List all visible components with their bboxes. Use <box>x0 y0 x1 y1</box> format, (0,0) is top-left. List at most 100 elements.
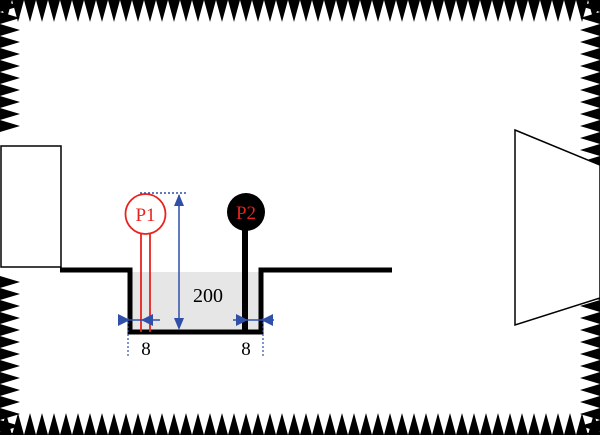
absorber-pyramid <box>192 413 204 435</box>
absorber-pyramid <box>96 413 108 435</box>
absorber-pyramid <box>384 413 396 435</box>
absorber-pyramid <box>468 413 480 435</box>
absorber-pyramid <box>580 420 600 432</box>
absorber-pyramid <box>444 413 456 435</box>
absorber-pyramid <box>580 60 600 72</box>
absorber-pyramid <box>312 413 324 435</box>
absorber-pyramid <box>396 413 408 435</box>
absorber-pyramid <box>60 413 72 435</box>
absorber-left <box>0 0 20 435</box>
absorber-pyramid <box>580 24 600 36</box>
absorber-pyramid <box>168 0 180 22</box>
absorber-pyramid <box>348 0 360 22</box>
absorber-pyramid <box>580 96 600 108</box>
absorber-pyramid <box>580 324 600 336</box>
absorber-pyramid <box>480 0 492 22</box>
absorber-pyramid <box>300 413 312 435</box>
absorber-pyramid <box>192 0 204 22</box>
arrowhead-right <box>236 314 248 326</box>
arrowhead-left <box>261 314 273 326</box>
absorber-pyramid <box>0 36 20 48</box>
absorber-pyramid <box>0 0 20 12</box>
absorber-pyramid <box>580 336 600 348</box>
absorber-pyramid <box>420 413 432 435</box>
absorber-pyramid <box>0 288 20 300</box>
absorber-pyramid <box>252 0 264 22</box>
absorber-pyramid <box>444 0 456 22</box>
absorber-pyramid <box>580 120 600 132</box>
absorber-pyramid <box>156 413 168 435</box>
absorber-pyramid <box>580 408 600 420</box>
absorber-pyramid <box>0 60 20 72</box>
absorber-pyramid <box>372 413 384 435</box>
absorber-pyramid <box>580 372 600 384</box>
absorber-top <box>0 0 600 22</box>
probe-p1-label: P1 <box>135 205 155 226</box>
absorber-pyramid <box>396 0 408 22</box>
absorber-pyramid <box>0 348 20 360</box>
probe-p2-head <box>227 193 265 231</box>
absorber-pyramid <box>180 0 192 22</box>
absorber-pyramid <box>288 413 300 435</box>
absorber-pyramid <box>492 413 504 435</box>
absorber-pyramid <box>216 0 228 22</box>
absorber-pyramid <box>580 360 600 372</box>
absorber-pyramid <box>580 384 600 396</box>
absorber-pyramid <box>492 0 504 22</box>
absorber-pyramid <box>580 144 600 156</box>
absorber-pyramid <box>288 0 300 22</box>
absorber-pyramid <box>456 413 468 435</box>
absorber-pyramid <box>564 0 576 22</box>
height-dimension: 200 <box>140 192 223 330</box>
absorber-pyramid <box>540 0 552 22</box>
absorber-pyramid <box>216 413 228 435</box>
probe-p2-label: P2 <box>236 203 256 224</box>
absorber-pyramid <box>0 372 20 384</box>
absorber-pyramid <box>276 413 288 435</box>
absorber-pyramid <box>480 413 492 435</box>
absorber-pyramid <box>372 0 384 22</box>
absorber-pyramid <box>252 413 264 435</box>
absorber-pyramid <box>580 300 600 312</box>
absorber-pyramid <box>144 0 156 22</box>
absorber-pyramid <box>0 360 20 372</box>
absorber-pyramid <box>48 413 60 435</box>
absorber-pyramid <box>204 0 216 22</box>
absorber-pyramid <box>204 413 216 435</box>
arrowhead-right <box>118 314 130 326</box>
absorber-pyramid <box>324 0 336 22</box>
gap-left-dimension: 8 <box>118 314 160 360</box>
absorber-pyramid <box>264 413 276 435</box>
absorber-pyramid <box>84 413 96 435</box>
absorber-pyramid <box>228 0 240 22</box>
absorber-pyramid <box>516 413 528 435</box>
absorber-pyramid <box>360 0 372 22</box>
absorber-pyramid <box>24 413 36 435</box>
absorber-pyramid <box>48 0 60 22</box>
absorber-pyramid <box>580 108 600 120</box>
absorber-pyramid <box>0 96 20 108</box>
absorber-pyramid <box>0 24 20 36</box>
absorber-pyramid <box>580 396 600 408</box>
horn-antenna <box>514 128 600 327</box>
absorber-pyramid <box>0 336 20 348</box>
absorber-pyramid <box>580 84 600 96</box>
absorber-pyramid <box>580 0 600 12</box>
absorber-pyramid <box>168 413 180 435</box>
absorber-pyramid <box>132 413 144 435</box>
probe-p1-head <box>124 193 167 235</box>
absorber-pyramid <box>580 12 600 24</box>
absorber-pyramid <box>36 0 48 22</box>
absorber-pyramid <box>0 108 20 120</box>
arrowhead-up <box>174 194 184 206</box>
absorber-pyramid <box>120 0 132 22</box>
absorber-pyramid <box>528 413 540 435</box>
absorber-pyramid <box>276 0 288 22</box>
absorber-pyramid <box>240 413 252 435</box>
absorber-pyramid <box>580 432 600 435</box>
absorber-pyramid <box>336 0 348 22</box>
absorber-pyramid <box>72 0 84 22</box>
absorber-pyramid <box>0 84 20 96</box>
absorber-pyramid <box>552 413 564 435</box>
